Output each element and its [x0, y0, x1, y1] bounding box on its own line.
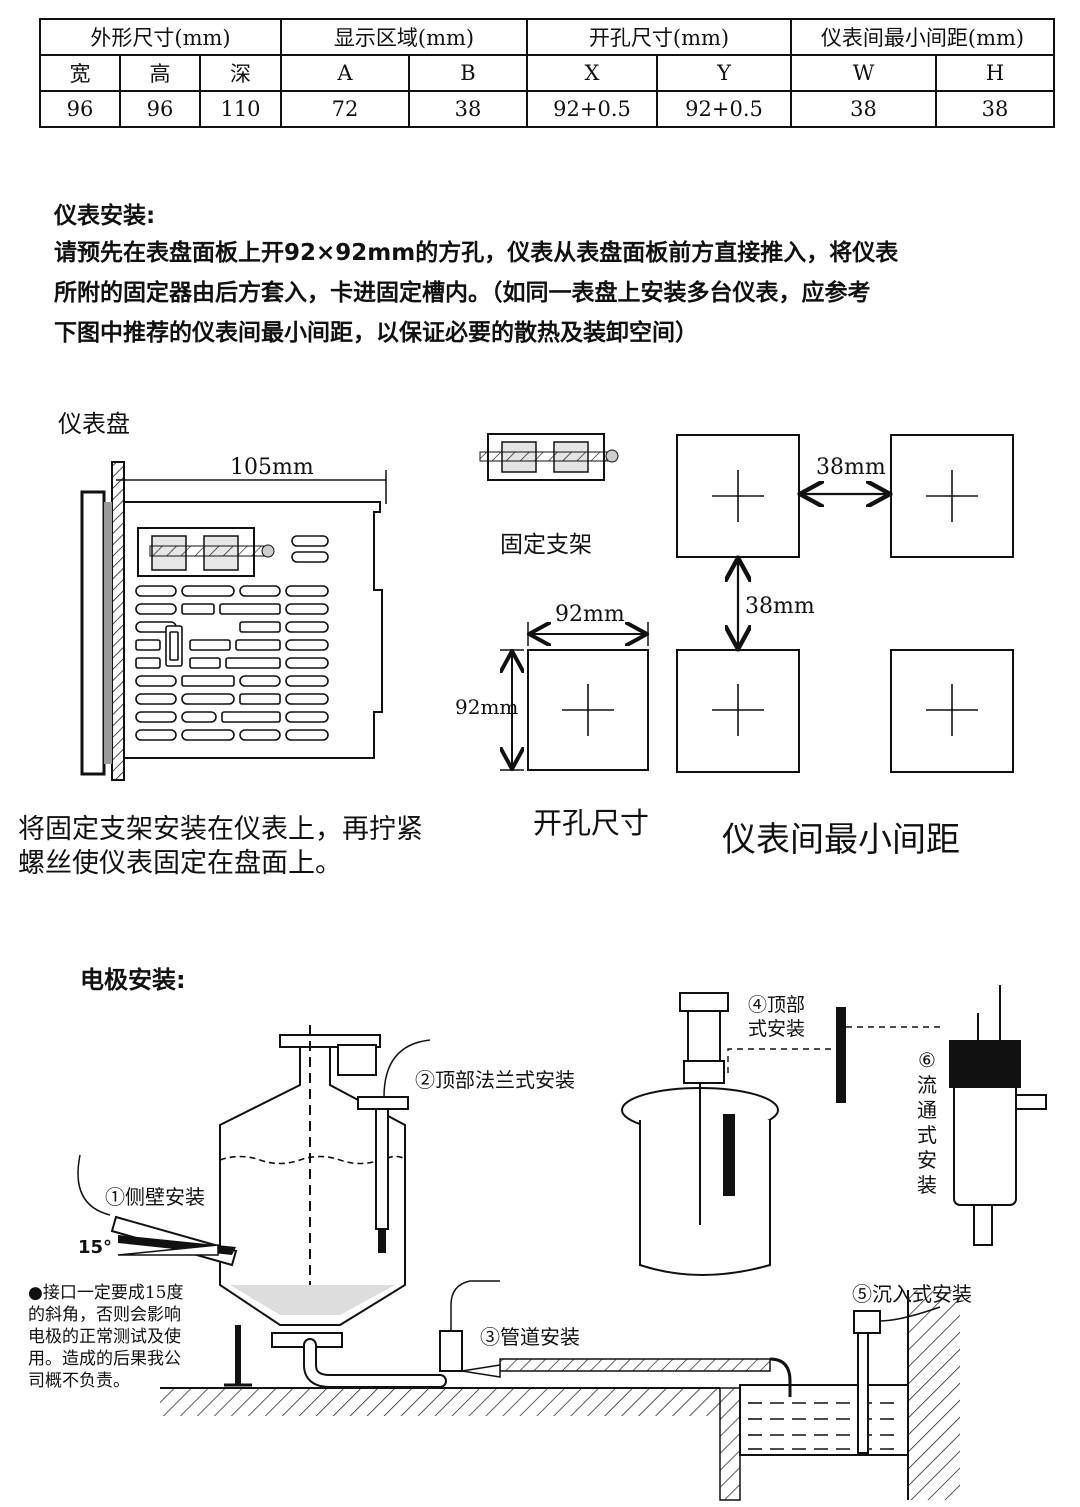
label-flow-char: 式	[917, 1123, 937, 1147]
panel-mount-diagram	[80, 461, 387, 781]
panel-wall	[111, 461, 125, 781]
value-cell: 96	[119, 90, 201, 128]
electrode-install-title: 电极安装:	[80, 966, 186, 994]
subheader-cell: Y	[656, 54, 792, 92]
cutout-width-label: 92mm	[555, 602, 625, 627]
value-cell: 38	[790, 90, 937, 128]
label-top-flange: ②顶部法兰式安装	[415, 1068, 575, 1092]
label-flow-char: 通	[917, 1098, 937, 1122]
meter-bezel	[80, 490, 106, 776]
ground-hatch	[160, 1388, 720, 1416]
v-gap-label: 38mm	[745, 594, 815, 619]
angle-note-line: 司概不负责。	[28, 1371, 130, 1391]
label-flow-char: 装	[917, 1173, 937, 1197]
table-group-row: 外形尺寸(mm) 显示区域(mm) 开孔尺寸(mm) 仪表间最小间距(mm)	[39, 18, 1055, 56]
value-cell: 72	[280, 90, 410, 128]
label-immersion: ⑤沉入式安装	[852, 1282, 972, 1306]
value-cell: 96	[39, 90, 121, 128]
panel-caption-line: 将固定支架安装在仪表上，再拧紧	[18, 814, 423, 845]
group-cutout-size: 开孔尺寸(mm)	[526, 18, 792, 56]
meter-install-line: 所附的固定器由后方套入，卡进固定槽内。（如同一表盘上安装多台仪表，应参考	[54, 280, 871, 306]
value-cell: 92+0.5	[656, 90, 792, 128]
subheader-cell: A	[280, 54, 410, 92]
angle-note-line: 的斜角，否则会影响	[28, 1305, 181, 1325]
fixing-bracket-drawing	[479, 433, 619, 481]
subheader-cell: H	[935, 54, 1055, 92]
meter-install-title: 仪表安装:	[54, 203, 156, 229]
subheader-cell: 高	[119, 54, 201, 92]
meter-install-line: 下图中推荐的仪表间最小间距，以保证必要的散热及装卸空间）	[54, 320, 698, 346]
meter-install-line: 请预先在表盘面板上开92×92mm的方孔，仪表从表盘面板前方直接推入，将仪表	[54, 240, 899, 266]
pipe-mount-probe	[439, 1330, 463, 1372]
cutout-height-label: 92mm	[455, 695, 519, 719]
depth-label: 105mm	[230, 455, 314, 480]
value-cell: 38	[408, 90, 528, 128]
subheader-cell: W	[790, 54, 937, 92]
label-side-wall: ①侧壁安装	[105, 1185, 205, 1209]
dimension-table: 外形尺寸(mm) 显示区域(mm) 开孔尺寸(mm) 仪表间最小间距(mm) 宽…	[39, 18, 1055, 128]
meter-internal-slots	[135, 535, 329, 741]
label-flow-char: 流	[917, 1073, 937, 1097]
table-subheader-row: 宽 高 深 A B X Y W H	[39, 54, 1055, 92]
top-mount-vessel	[621, 992, 779, 1276]
value-cell: 38	[935, 90, 1055, 128]
reactor-vessel	[219, 1025, 406, 1348]
immersion-probe	[857, 1332, 869, 1454]
angle-note: ●接口一定要成15度 的斜角，否则会影响 电极的正常测试及使 用。造成的后果我公…	[28, 1282, 183, 1392]
label-flow-char: 安	[917, 1148, 937, 1172]
label-top-mount: ④顶部 式安装	[748, 993, 805, 1041]
bracket-label: 固定支架	[500, 532, 592, 558]
cutout-spacing-diagram	[500, 434, 1014, 773]
subheader-cell: 深	[199, 54, 282, 92]
angle-note-line: 用。造成的后果我公	[28, 1349, 181, 1369]
label-top-mount-line: 式安装	[748, 1018, 806, 1040]
panel-label: 仪表盘	[58, 410, 130, 438]
immersion-tank	[739, 1384, 909, 1456]
subheader-cell: B	[408, 54, 528, 92]
subheader-cell: X	[526, 54, 658, 92]
table-value-row: 96 96 110 72 38 92+0.5 92+0.5 38 38	[39, 90, 1055, 128]
group-min-spacing: 仪表间最小间距(mm)	[790, 18, 1055, 56]
loose-probe	[836, 1007, 846, 1103]
h-gap-label: 38mm	[816, 455, 886, 480]
spacing-caption: 仪表间最小间距	[722, 820, 960, 860]
label-angle: 15°	[78, 1237, 113, 1258]
label-top-mount-line: ④顶部	[748, 994, 806, 1016]
cutout-caption: 开孔尺寸	[533, 806, 650, 840]
label-pipe: ③管道安装	[480, 1325, 580, 1349]
group-outer-size: 外形尺寸(mm)	[39, 18, 282, 56]
electrode-install-diagram	[77, 985, 1047, 1501]
panel-gap	[104, 502, 112, 764]
value-cell: 110	[199, 90, 282, 128]
meter-square-top-right	[890, 434, 1014, 558]
panel-caption-line: 螺丝使仪表固定在盘面上。	[18, 848, 342, 879]
label-flow-char: ⑥	[918, 1048, 936, 1072]
meter-install-body: 请预先在表盘面板上开92×92mm的方孔，仪表从表盘面板前方直接推入，将仪表 所…	[54, 233, 1064, 353]
subheader-cell: 宽	[39, 54, 121, 92]
flow-through-cell	[949, 1040, 1047, 1246]
value-cell: 92+0.5	[526, 90, 658, 128]
group-display-area: 显示区域(mm)	[280, 18, 528, 56]
angle-note-line: ●接口一定要成15度	[28, 1283, 184, 1303]
angle-note-line: 电极的正常测试及使	[28, 1327, 181, 1347]
label-flow-through: ⑥ 流 通 式 安 装	[915, 1048, 939, 1198]
panel-caption: 将固定支架安装在仪表上，再拧紧 螺丝使仪表固定在盘面上。	[18, 813, 423, 881]
